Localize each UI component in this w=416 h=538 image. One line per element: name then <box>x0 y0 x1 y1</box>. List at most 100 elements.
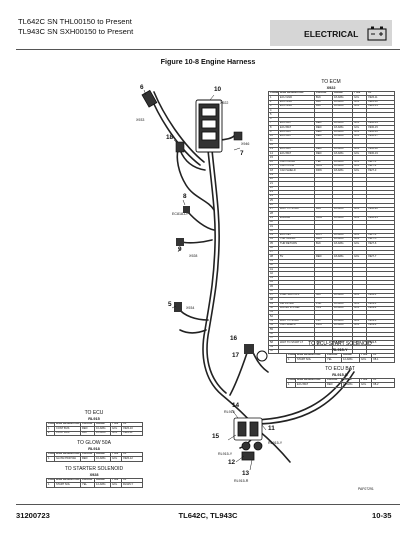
label-ec818: EC818-D+ <box>172 212 189 216</box>
callout-5: 5 <box>168 301 172 308</box>
label-x933: X933 <box>136 118 145 122</box>
ecu-start-table-connector: RL915-Y <box>332 348 348 352</box>
callout-14: 14 <box>232 402 240 409</box>
artwork-id: PAF07291 <box>358 487 374 491</box>
callout-15: 15 <box>212 433 220 440</box>
label-x934: X934 <box>186 306 195 310</box>
callout-9: 9 <box>178 246 182 253</box>
x946-connector <box>233 131 243 141</box>
callout-17: 17 <box>232 352 240 359</box>
section-tab <box>270 20 392 46</box>
header-model-line-1: TL642C SN THL00150 to Present <box>18 17 132 26</box>
table-cell: RL915-Y <box>121 482 143 488</box>
footer-models: TL642C, TL943C <box>178 511 238 520</box>
table-cell: CONT BUS <box>54 430 81 436</box>
table-cell: GXL <box>359 357 372 363</box>
ecu-bat-table-connector: RL915-R <box>332 373 348 377</box>
table-cell: BLK <box>80 430 95 436</box>
table-cell: 1 <box>46 456 55 462</box>
table-cell: YEL <box>325 357 342 363</box>
label-x946: X946 <box>241 142 250 146</box>
table-row: 59 <box>268 344 395 350</box>
table-cell: GXL <box>110 482 122 488</box>
relay-cluster <box>233 417 263 461</box>
table-cell: 60 <box>268 348 279 355</box>
label-rl915: RL915 <box>224 410 235 414</box>
table-cell: 1 <box>286 382 296 388</box>
table-cell: 12 AWG <box>341 382 360 388</box>
table-row: 36 <box>268 245 395 252</box>
callout-18: 18 <box>166 134 174 141</box>
ecm-unit <box>195 99 223 153</box>
battery-icon <box>367 25 387 46</box>
callout-7: 7 <box>240 150 244 157</box>
table-cell: ECU BAT <box>295 382 326 388</box>
table-cell: X8-1 <box>371 357 395 363</box>
table-cell: X8-2 <box>371 382 395 388</box>
ecu-bat-table-title: TO ECU BAT <box>325 366 355 372</box>
table-cell: RED <box>325 382 342 388</box>
table-cell: GXL <box>110 430 122 436</box>
to-ecu-pinout-table: CONNECTORWIRE DESIGNATIONCOLOURGAUGETYPE… <box>46 421 143 436</box>
callout-16: 16 <box>230 335 238 342</box>
to-ecu-table-title: TO ECU <box>84 410 104 416</box>
footer-rule <box>16 504 400 505</box>
to-starter-table-connector: X928 <box>89 473 99 477</box>
ecm-table-title: TO ECM <box>321 79 341 85</box>
label-x928: X928 <box>189 254 198 258</box>
table-cell: 12 AWG <box>341 357 360 363</box>
to-glow-table-connector: RL918 <box>88 447 100 451</box>
header-model-line-2: TL943C SN SXH00150 to Present <box>18 26 134 36</box>
ecm-pinout-table: CONNECTORWIRE DESIGNATIONCOLOURGAUGETYPE… <box>268 90 395 355</box>
page-header: TL642C SN THL00150 to Present TL943C SN … <box>18 17 133 36</box>
callout-12: 12 <box>228 459 236 466</box>
table-cell: RED <box>80 456 95 462</box>
footer-document-number: 31200723 <box>16 511 50 520</box>
table-cell: 10 AWG <box>94 456 111 462</box>
ecu-start-pinout-table: CONNECTORWIRE DESIGNATIONCOLOURGAUGETYPE… <box>286 352 395 363</box>
label-x922: X922 <box>220 101 229 105</box>
table-cell: START SOL <box>54 482 81 488</box>
table-cell: GXL <box>359 382 372 388</box>
to-glow-pinout-table: CONNECTORWIRE DESIGNATIONCOLOURGAUGETYPE… <box>46 451 143 462</box>
section-title: ELECTRICAL <box>304 29 359 39</box>
ecu-start-table-title: TO ECU-START SOLENOID <box>308 341 372 347</box>
table-cell: GLOW PWR 50A <box>54 456 81 462</box>
to-ecu-table-connector: RL915 <box>88 417 100 421</box>
callout-13: 13 <box>242 470 250 477</box>
table-cell: 2 <box>46 430 55 436</box>
table-cell: 1 <box>286 357 296 363</box>
label-rl915-r: RL915-R <box>234 479 249 483</box>
figure-title: Figure 10-8 Engine Harness <box>160 57 256 66</box>
table-cell: X926-11 <box>121 430 143 436</box>
table-cell: GXL <box>110 456 122 462</box>
to-starter-table-title: TO STARTER SOLENOID <box>64 466 124 472</box>
to-starter-pinout-table: CONNECTORWIRE DESIGNATIONCOLOURGAUGETYPE… <box>46 477 143 488</box>
table-row: 5 <box>268 112 395 118</box>
header-rule <box>16 49 400 50</box>
table-cell: 12 AWG <box>94 482 111 488</box>
table-cell: 10 AWG <box>94 430 111 436</box>
ecm-table-connector: X922 <box>326 86 336 90</box>
table-cell: X926-12 <box>121 456 143 462</box>
ecu-bat-pinout-table: CONNECTORWIRE DESIGNATIONCOLOURGAUGETYPE… <box>286 377 395 388</box>
callout-6: 6 <box>140 84 144 91</box>
to-glow-table-title: TO GLOW 50A <box>77 440 111 446</box>
callout-8: 8 <box>183 193 187 200</box>
table-cell: START SOL <box>295 357 326 363</box>
table-cell: 1 <box>46 482 55 488</box>
label-rl915-y-2: RL915-Y <box>218 452 233 456</box>
callout-11: 11 <box>268 425 275 432</box>
table-cell: YEL <box>80 482 95 488</box>
